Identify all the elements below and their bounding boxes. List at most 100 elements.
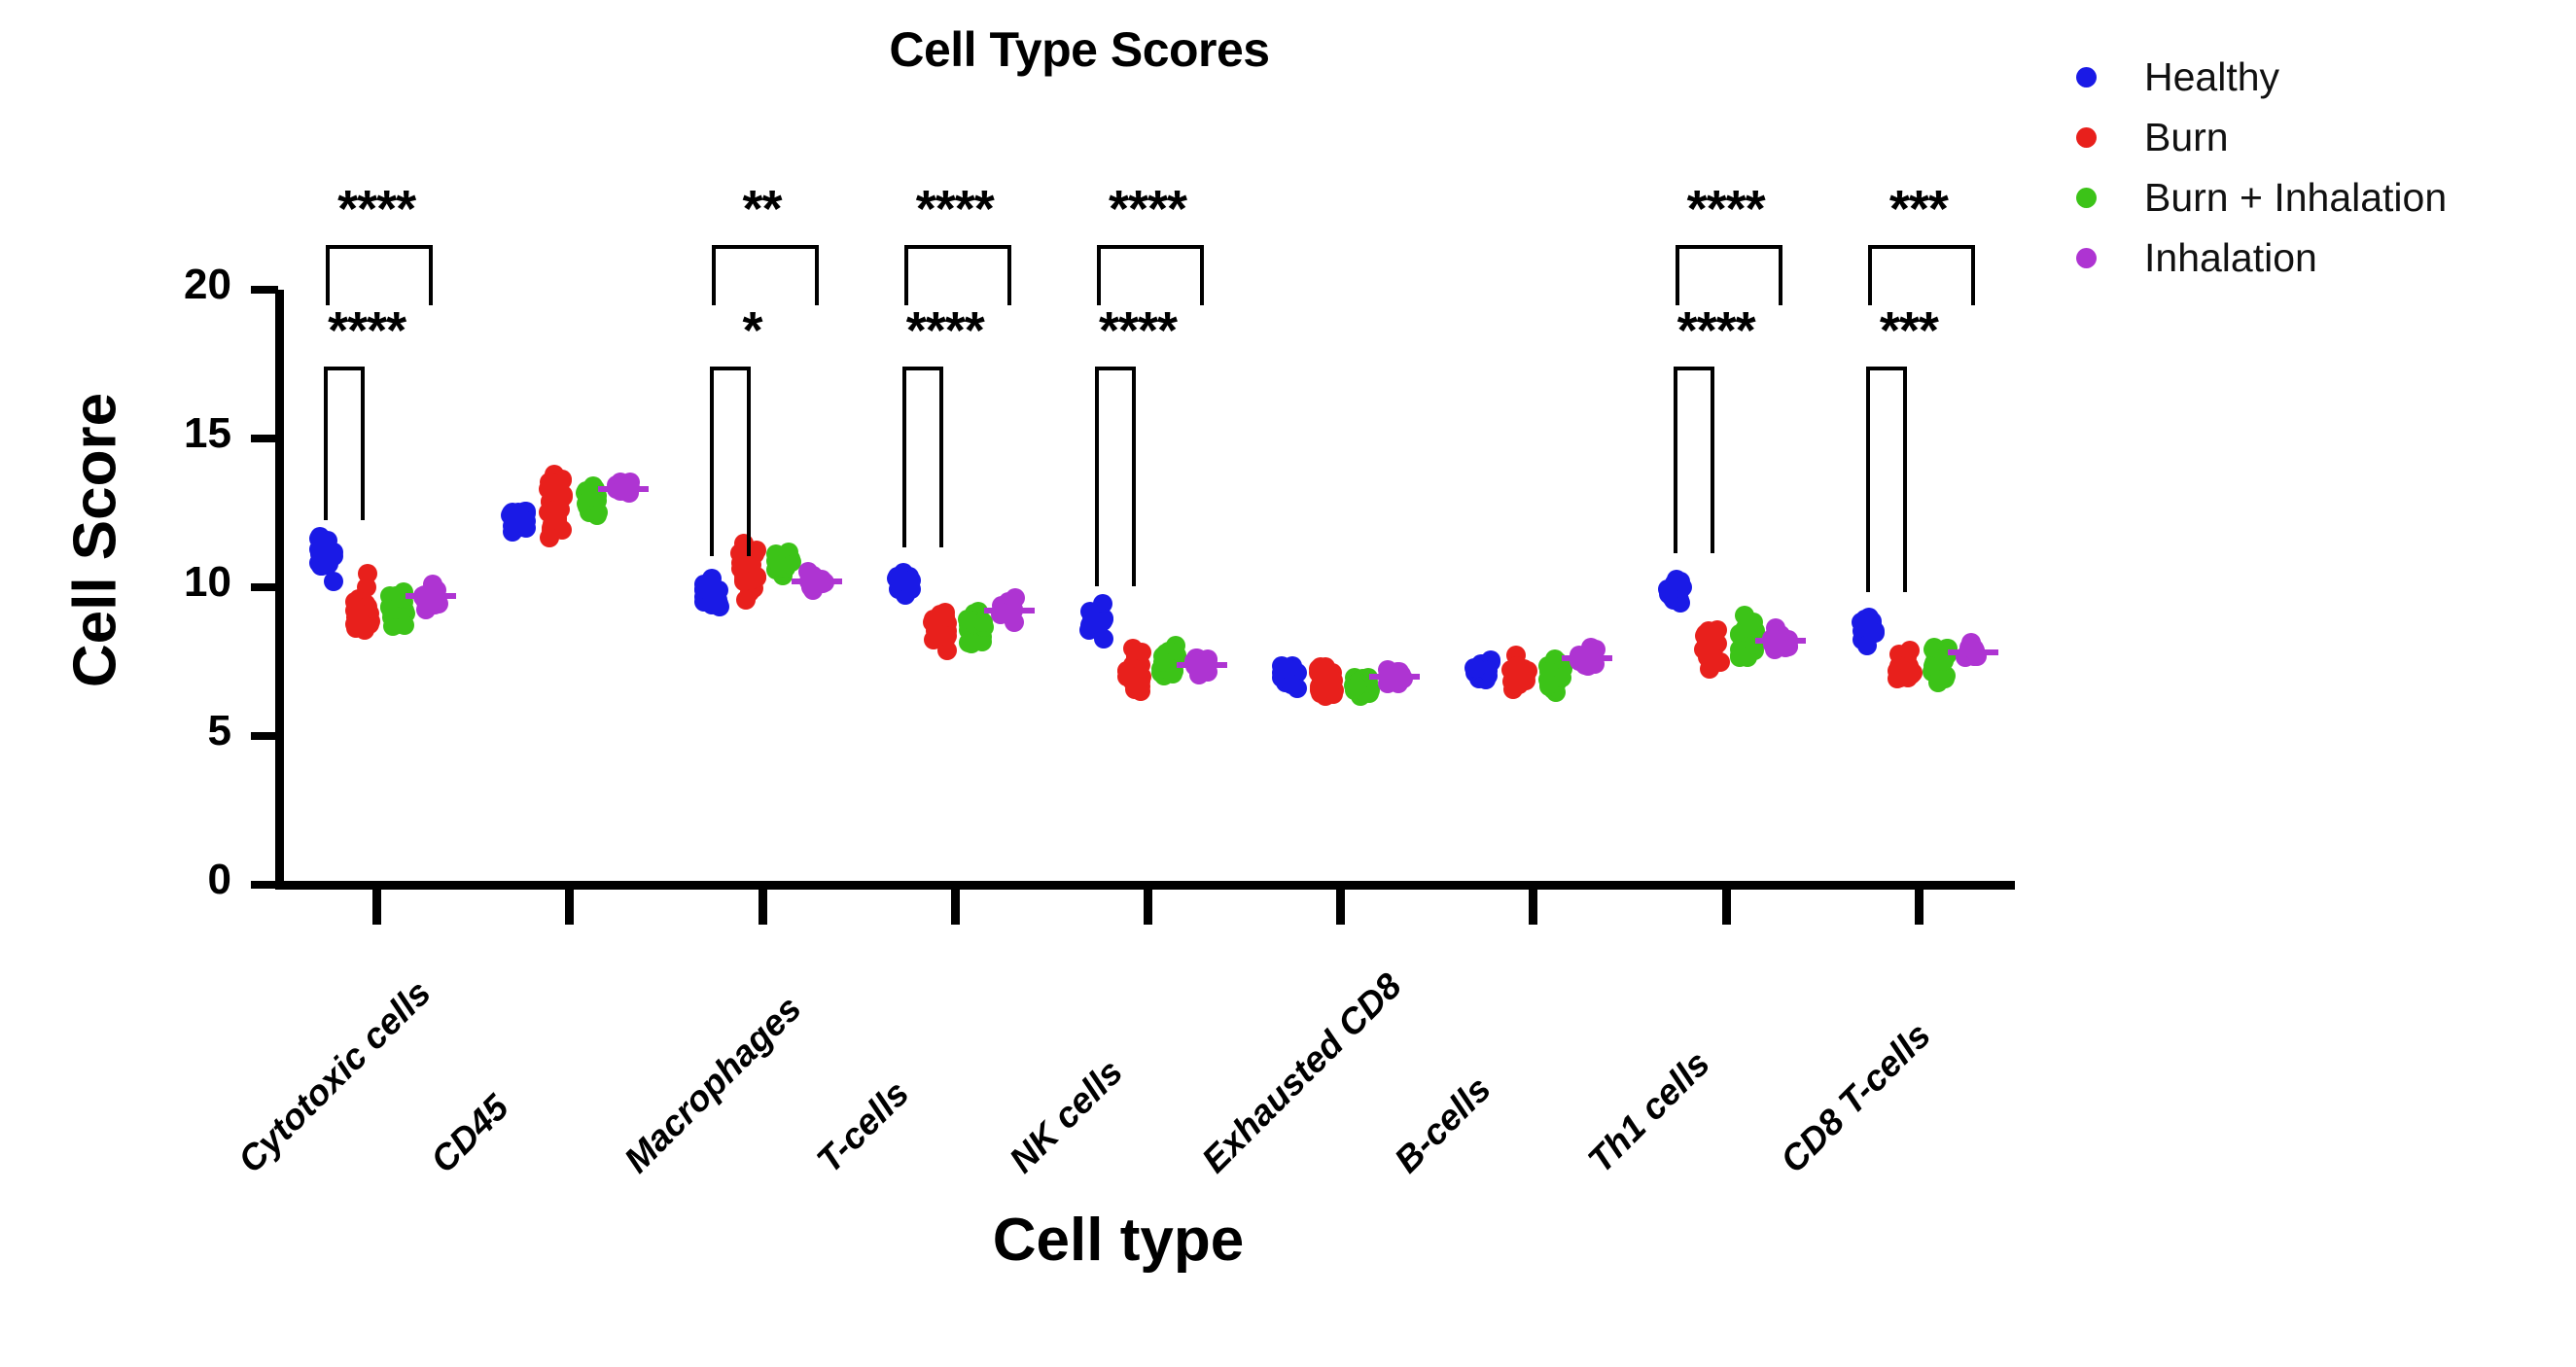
x-tick-mark [565, 887, 575, 925]
data-point [1118, 666, 1139, 686]
significance-bracket-upper [1097, 245, 1204, 305]
data-point [1729, 646, 1749, 666]
data-point [798, 562, 819, 582]
mean-marker [406, 593, 457, 600]
data-point [357, 564, 377, 584]
data-point [508, 517, 528, 538]
significance-stars-upper: **** [337, 180, 416, 238]
data-point [1585, 639, 1606, 659]
significance-bracket-upper [326, 245, 434, 305]
significance-bracket-lower [1095, 367, 1136, 586]
mean-marker [598, 486, 650, 493]
mean-marker [983, 608, 1035, 614]
data-point [958, 633, 978, 653]
significance-stars-upper: **** [915, 180, 995, 238]
data-point [1705, 648, 1725, 668]
x-tick-label: Macrophages [616, 988, 809, 1180]
data-point [1092, 611, 1112, 631]
legend-item[interactable]: Healthy [2076, 47, 2447, 107]
significance-bracket-lower [709, 367, 751, 557]
x-tick-mark [950, 887, 960, 925]
y-tick-mark [251, 435, 278, 442]
data-point [1323, 671, 1344, 691]
y-tick-label: 15 [184, 409, 231, 457]
significance-stars-lower: **** [1676, 301, 1756, 360]
data-point [539, 528, 559, 548]
x-tick-mark [1144, 887, 1152, 925]
x-tick-mark [758, 887, 767, 925]
chart-title: Cell Type Scores [889, 22, 1270, 77]
data-point [935, 607, 956, 627]
legend-item[interactable]: Burn [2076, 107, 2447, 167]
data-point [1736, 618, 1756, 639]
significance-stars-upper: **** [1108, 180, 1187, 238]
mean-marker [1754, 638, 1806, 645]
y-tick-mark [251, 583, 278, 591]
y-tick-mark [251, 881, 278, 889]
x-tick-label: CD8 T-cells [1772, 1014, 1938, 1180]
data-point [958, 610, 978, 630]
legend-item-label: Burn + Inhalation [2144, 174, 2448, 220]
mean-marker [791, 578, 842, 584]
data-point [1934, 651, 1955, 672]
data-point [1347, 677, 1367, 697]
data-point [1863, 623, 1884, 644]
x-axis-line [275, 881, 2015, 890]
data-point [1935, 669, 1956, 689]
data-point [581, 486, 601, 507]
x-tick-label: NK cells [1002, 1051, 1131, 1180]
data-point [1671, 571, 1691, 591]
mean-marker [1177, 661, 1227, 668]
data-point [735, 590, 756, 611]
data-point [1152, 651, 1173, 672]
data-point [900, 575, 920, 595]
x-tick-label: T-cells [808, 1072, 917, 1180]
legend-item-label: Healthy [2144, 53, 2280, 99]
significance-bracket-upper [1675, 245, 1782, 305]
x-tick-label: Th1 cells [1579, 1043, 1717, 1180]
data-point [318, 554, 338, 575]
significance-bracket-lower [901, 367, 943, 547]
data-point [769, 556, 790, 577]
legend-item-label: Inhalation [2144, 234, 2317, 280]
data-point [382, 615, 403, 636]
mean-marker [1947, 649, 1998, 656]
data-point [972, 612, 993, 632]
y-tick-label: 10 [184, 558, 231, 606]
y-tick-label: 5 [207, 707, 231, 754]
data-point [1899, 660, 1920, 681]
data-point [1123, 639, 1144, 659]
data-point [539, 473, 559, 493]
y-axis-line [275, 290, 284, 887]
legend-color-swatch-icon [2076, 247, 2097, 268]
significance-bracket-upper [903, 245, 1011, 305]
legend-color-swatch-icon [2076, 66, 2097, 88]
significance-stars-upper: *** [1888, 180, 1949, 238]
significance-bracket-lower [324, 367, 366, 521]
legend-color-swatch-icon [2076, 187, 2097, 208]
x-tick-mark [1336, 887, 1346, 925]
data-point [390, 588, 410, 609]
data-point [323, 571, 343, 591]
significance-stars-lower: **** [1098, 301, 1178, 360]
data-point [1277, 659, 1297, 679]
y-axis-label: Cell Score [61, 392, 129, 688]
x-tick-label: B-cells [1387, 1069, 1500, 1180]
data-point [1659, 583, 1679, 604]
data-point [694, 577, 715, 597]
data-point [1509, 662, 1530, 683]
legend-item[interactable]: Burn + Inhalation [2076, 167, 2447, 228]
data-point [1539, 674, 1560, 694]
y-tick-mark [251, 732, 278, 740]
significance-stars-lower: * [742, 301, 763, 360]
x-tick-label: CD45 [423, 1087, 517, 1180]
significance-stars-lower: **** [905, 301, 985, 360]
legend-item[interactable]: Inhalation [2076, 228, 2447, 288]
significance-bracket-lower [1673, 367, 1714, 554]
data-point [1282, 674, 1302, 694]
significance-bracket-upper [1867, 245, 1975, 305]
data-point [348, 604, 369, 624]
significance-stars-lower: **** [328, 301, 406, 360]
